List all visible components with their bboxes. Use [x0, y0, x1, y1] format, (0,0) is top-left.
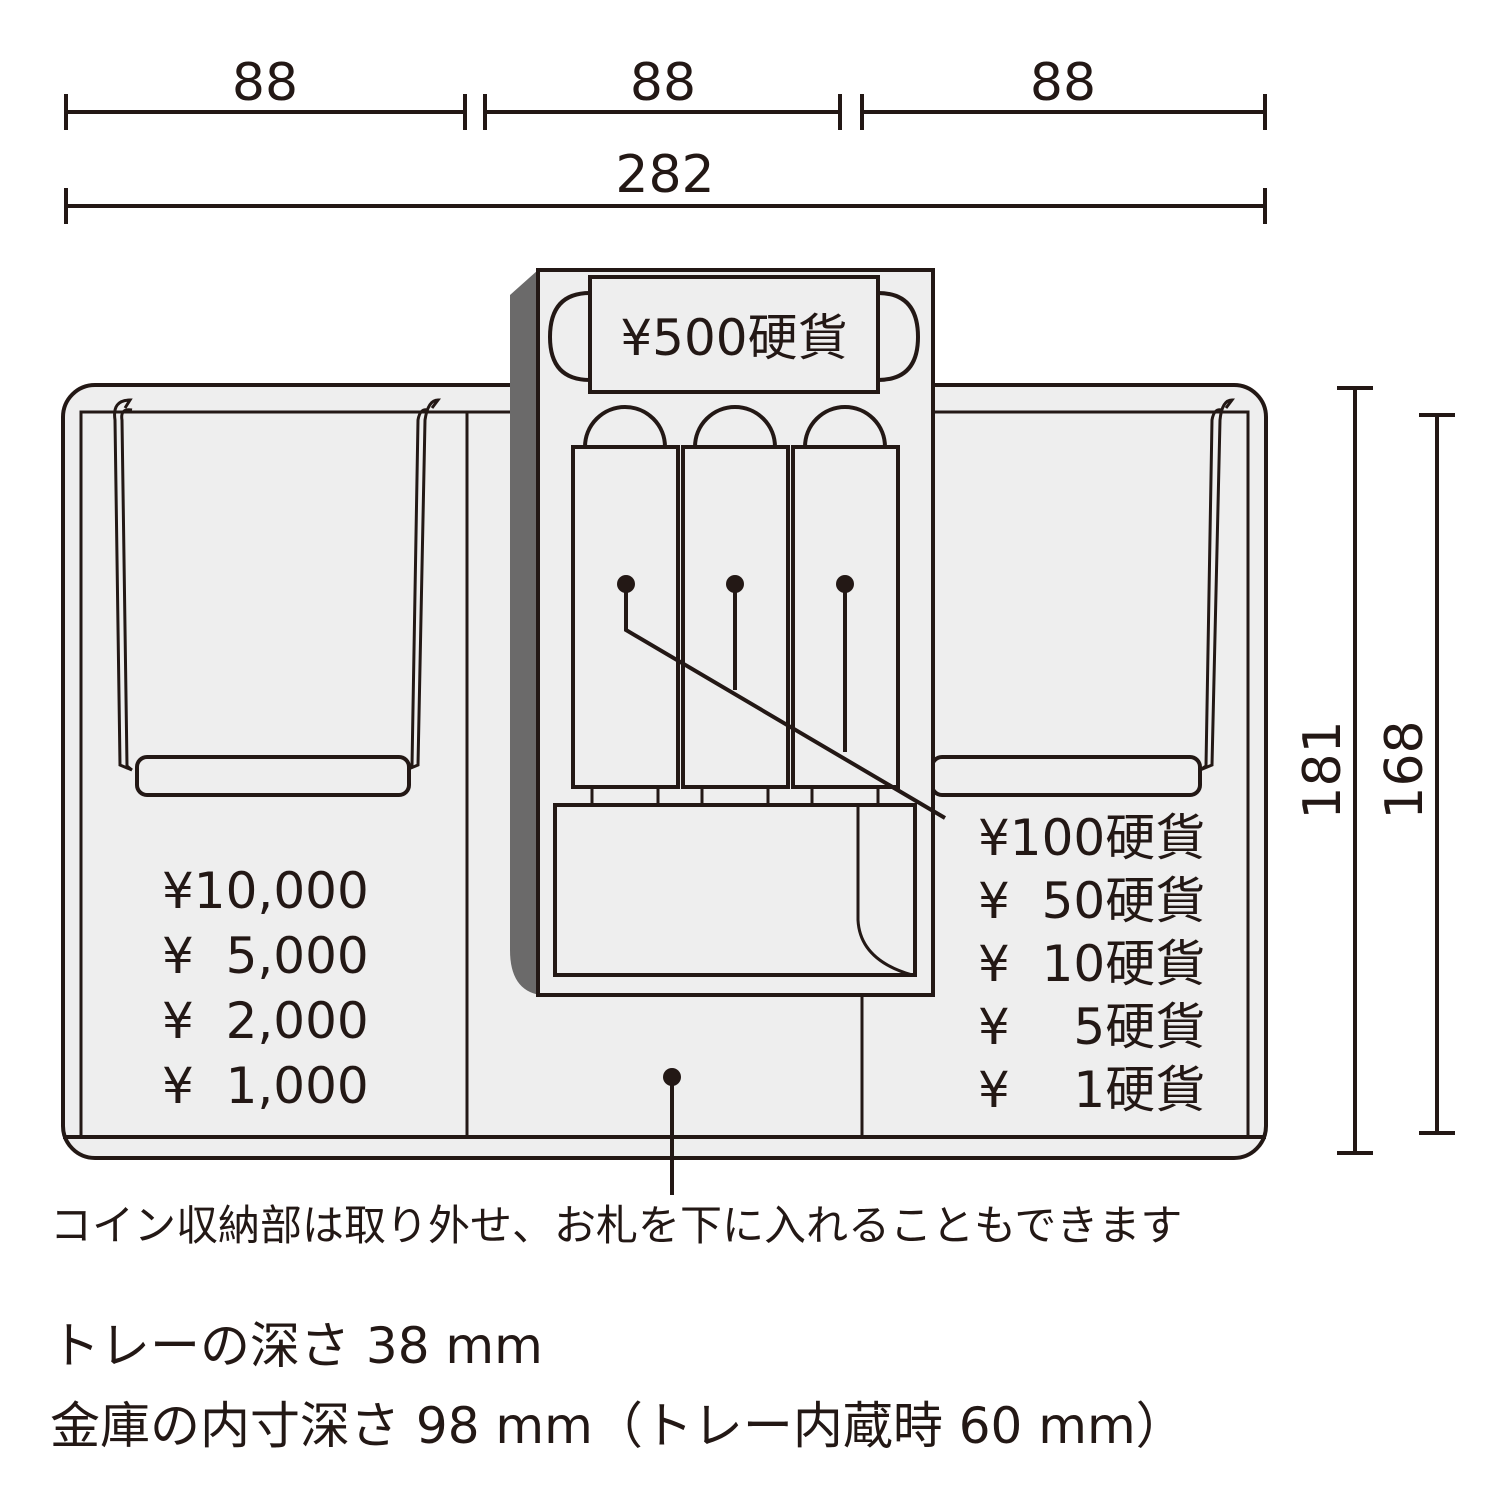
- bill-label: ¥10,000: [162, 862, 369, 920]
- dim-total-width: 282: [615, 145, 714, 205]
- coin-tray: [536, 268, 935, 997]
- coin-label: ¥ 5硬貨: [978, 998, 1205, 1056]
- callout-dot-2: [726, 575, 744, 593]
- left-bill-clip: [113, 398, 442, 797]
- dim-inner-depth: 168: [1375, 720, 1435, 819]
- callout-dot-bottom: [663, 1068, 681, 1086]
- callout-pointers: [624, 584, 947, 1195]
- tray-depth-spec: トレーの深さ 38 mm: [50, 1317, 543, 1375]
- callout-note: コイン収納部は取り外せ、お札を下に入れることもできます: [50, 1201, 1182, 1250]
- bill-labels: ¥10,000 ¥ 5,000 ¥ 2,000 ¥ 1,000: [162, 862, 369, 1115]
- width-dimension-lines: [64, 94, 1267, 224]
- callout-dot-3: [836, 575, 854, 593]
- bill-label: ¥ 1,000: [162, 1057, 369, 1115]
- bill-label: ¥ 2,000: [162, 992, 369, 1050]
- safe-depth-spec: 金庫の内寸深さ 98 mm（トレー内蔵時 60 mm）: [50, 1397, 1186, 1455]
- dim-width-2: 88: [630, 53, 696, 113]
- coin-label: ¥ 1硬貨: [978, 1061, 1205, 1119]
- coin-label: ¥100硬貨: [978, 809, 1205, 867]
- right-bill-clip: [930, 398, 1236, 797]
- coin-labels: ¥100硬貨 ¥ 50硬貨 ¥ 10硬貨 ¥ 5硬貨 ¥ 1硬貨: [978, 809, 1205, 1119]
- dim-outer-depth: 181: [1293, 720, 1353, 819]
- depth-dimension-lines: [1337, 386, 1455, 1155]
- coin-label: ¥ 10硬貨: [978, 935, 1205, 993]
- bill-label: ¥ 5,000: [162, 927, 369, 985]
- dim-width-1: 88: [232, 53, 298, 113]
- dim-width-3: 88: [1030, 53, 1096, 113]
- coin-500-label: ¥500硬貨: [620, 309, 847, 367]
- callout-dot-1: [617, 575, 635, 593]
- coin-label: ¥ 50硬貨: [978, 872, 1205, 930]
- coin-tray-shadow: [510, 270, 540, 995]
